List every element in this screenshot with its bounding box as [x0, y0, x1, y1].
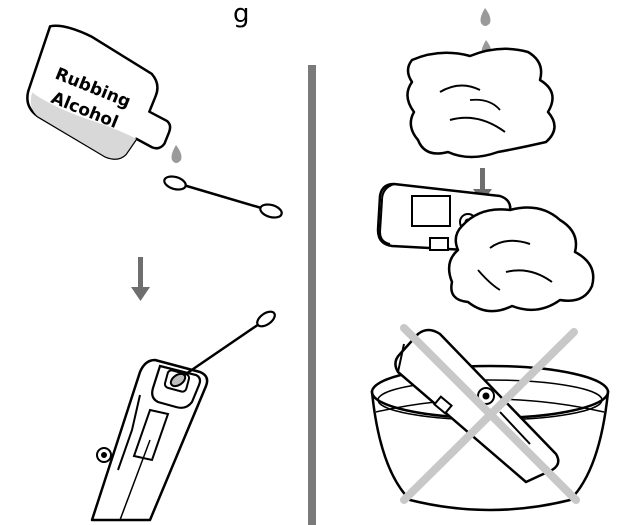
- alcohol-liquid: [30, 92, 137, 159]
- cotton-swab-in-use-icon: [169, 310, 276, 388]
- cloth-icon: [406, 47, 556, 159]
- cross-icon: [400, 324, 580, 504]
- left-panel: Rubbing Alcohol: [26, 24, 283, 522]
- cotton-swab-icon: [163, 175, 283, 219]
- heading-fragment: g: [233, 0, 250, 29]
- device-icon: [90, 358, 209, 522]
- panel-divider: [308, 65, 316, 525]
- drop-icon: [480, 8, 491, 26]
- alcohol-bottle-icon: [26, 24, 172, 160]
- drop-icon: [171, 145, 182, 163]
- down-arrow-icon: [131, 257, 150, 301]
- right-panel: [370, 8, 610, 512]
- cloth-icon: [447, 206, 595, 313]
